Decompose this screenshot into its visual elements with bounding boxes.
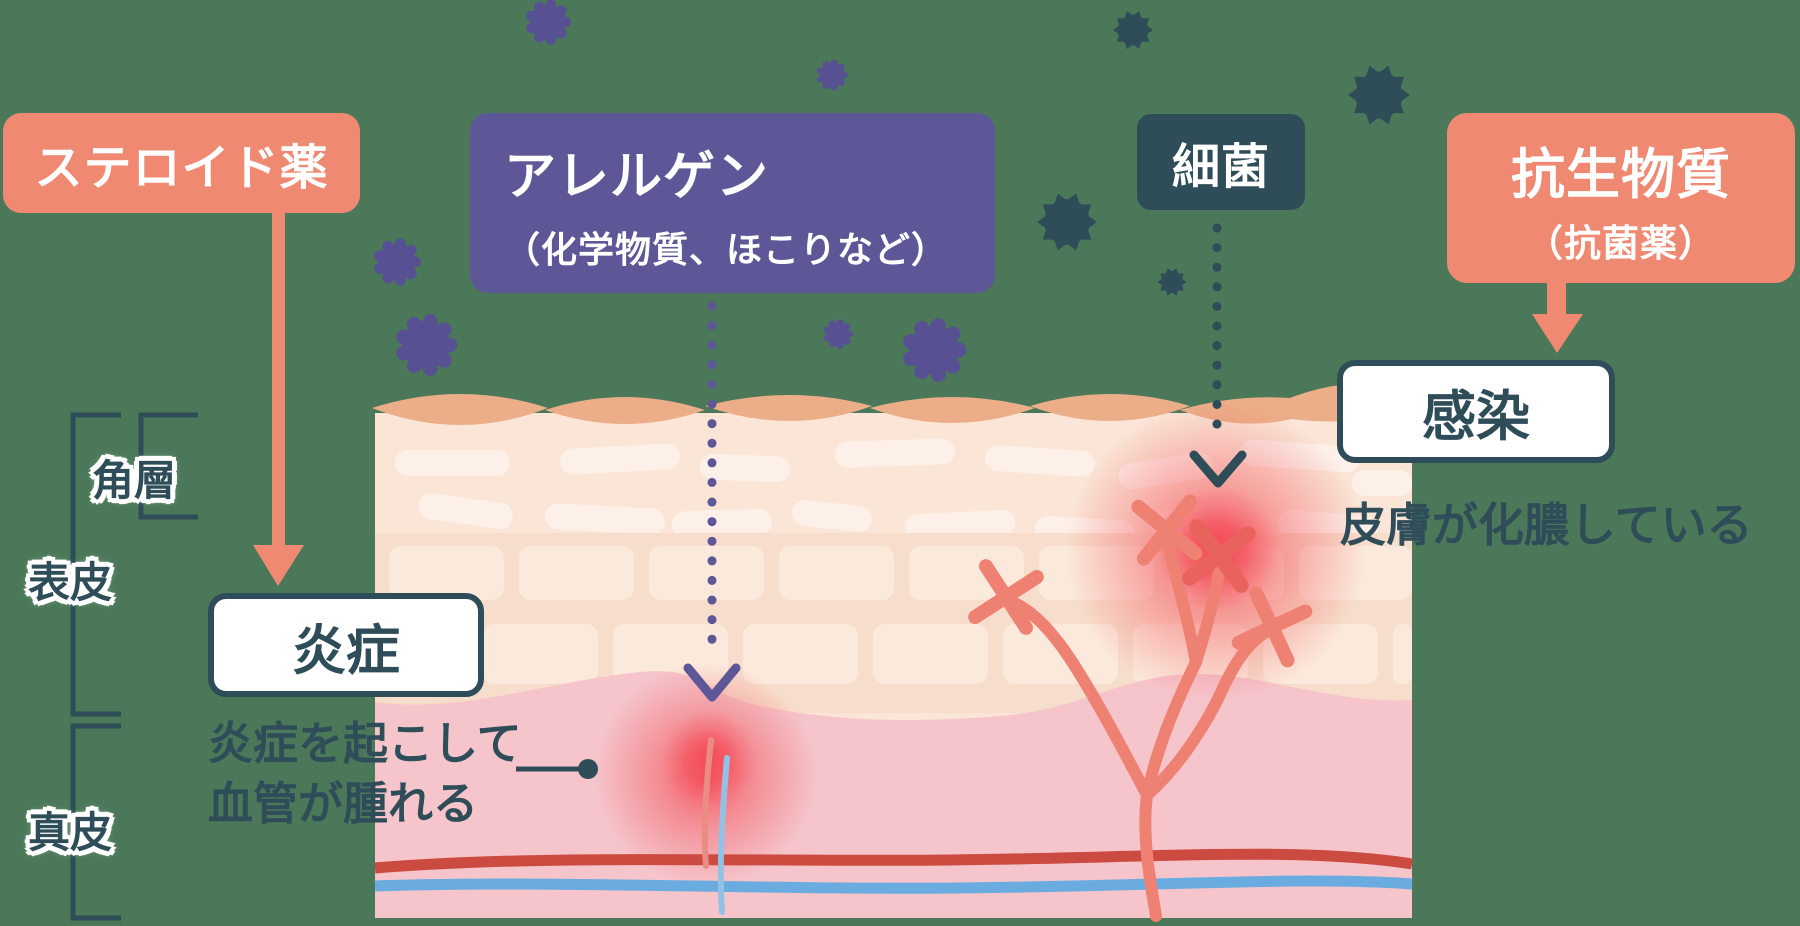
layer-brackets xyxy=(70,412,198,921)
allergen-particle-icon xyxy=(526,0,571,45)
infection-label-box: 感染 xyxy=(1337,360,1615,463)
bacteria-particle-icon xyxy=(1037,193,1097,251)
layer-label-stratum-corneum: 角層 xyxy=(92,457,177,504)
steroid-label-box: ステロイド薬 xyxy=(3,113,360,213)
antibiotic-label-box: 抗生物質 （抗菌薬） xyxy=(1447,113,1795,283)
inflammation-label-box: 炎症 xyxy=(208,593,484,697)
allergen-particle-icon xyxy=(823,319,854,349)
inflammation-note: 炎症を起こして 血管が腫れる xyxy=(208,714,522,834)
antibiotic-subtitle: （抗菌薬） xyxy=(1526,222,1716,264)
bacteria-particle-icon xyxy=(1348,65,1410,125)
infection-note: 皮膚が化膿している xyxy=(1340,499,1753,551)
epidermis-bracket xyxy=(70,412,121,717)
bacteria-label: 細菌 xyxy=(1171,141,1270,194)
allergen-particle-icon xyxy=(903,318,967,382)
corneum-bracket xyxy=(138,412,198,520)
inflammation-note-line2: 血管が腫れる xyxy=(208,778,479,829)
infection-label: 感染 xyxy=(1422,387,1530,447)
skin-illustration xyxy=(372,383,1413,922)
steroid-label: ステロイド薬 xyxy=(34,142,329,195)
antibiotic-arrow-icon xyxy=(1532,280,1583,353)
inflammation-label: 炎症 xyxy=(292,620,400,681)
inflammation-note-line1: 炎症を起こして xyxy=(208,718,522,769)
steroid-arrow-icon xyxy=(253,210,304,586)
allergen-particle-icon xyxy=(396,314,458,376)
bacteria-particle-icon xyxy=(1157,268,1187,296)
artery xyxy=(374,848,1413,874)
layer-label-dermis: 真皮 xyxy=(28,809,113,856)
allergen-label-box: アレルゲン （化学物質、ほこりなど） xyxy=(470,113,995,293)
vein xyxy=(374,875,1413,894)
capillary-red xyxy=(701,737,714,869)
pointer-line-icon xyxy=(516,759,598,779)
dermis-bracket xyxy=(70,723,121,921)
layer-label-epidermis: 表皮 xyxy=(28,559,113,606)
bacteria-label-box: 細菌 xyxy=(1137,114,1305,210)
capillary-blue xyxy=(717,755,730,915)
allergen-title: アレルゲン xyxy=(504,147,770,206)
allergen-particle-icon xyxy=(374,238,421,286)
bacteria-dotted-arrow-icon xyxy=(1189,223,1247,488)
allergen-particle-icon xyxy=(817,59,848,91)
allergen-subtitle: （化学物質、ほこりなど） xyxy=(504,228,949,270)
allergen-dotted-arrow-icon xyxy=(683,301,741,702)
vessel-tree xyxy=(1004,538,1277,922)
bacteria-particle-icon xyxy=(1113,10,1153,50)
antibiotic-title: 抗生物質 xyxy=(1511,144,1731,205)
